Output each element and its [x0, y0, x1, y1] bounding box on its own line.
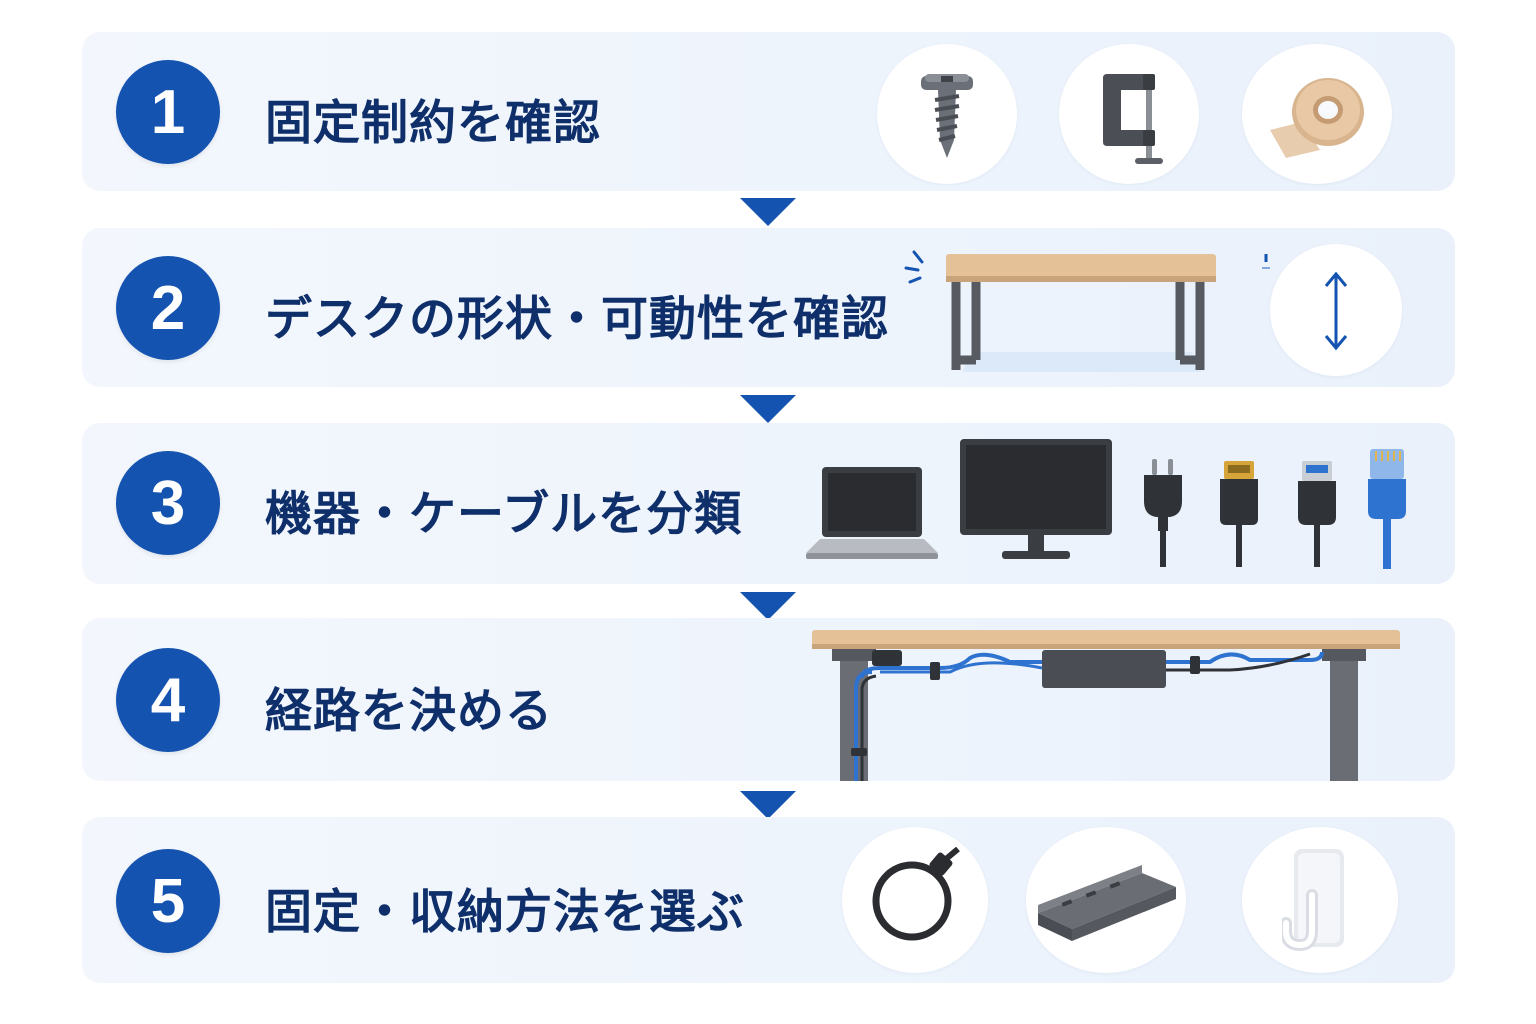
height-adjust-icon [1324, 271, 1348, 351]
power-plug-icon [1144, 459, 1182, 567]
down-arrow-icon [740, 395, 796, 423]
step-label: 機器・ケーブルを分類 [265, 487, 743, 542]
c-clamp-icon [1103, 74, 1163, 164]
step-3: 3 機器・ケーブルを分類 [82, 423, 1455, 584]
clamp-icon-circle [1059, 44, 1199, 184]
step-4: 4 経路を決める [82, 618, 1455, 781]
adhesive-hook-icon [1282, 849, 1344, 952]
step-label: デスクの形状・可動性を確認 [265, 292, 889, 347]
step-label: 固定・収納方法を選ぶ [265, 885, 745, 940]
step-1: 1 固定制約を確認 [82, 32, 1455, 191]
step-number-badge: 3 [116, 451, 220, 555]
step-number-badge: 5 [116, 849, 220, 953]
cable-tray-icon [1038, 865, 1176, 941]
desk-cable-routing-icon [812, 630, 1400, 781]
laptop-icon [806, 467, 938, 559]
tape-roll-icon [1270, 78, 1364, 158]
step-number-badge: 1 [116, 60, 220, 164]
screw-icon [921, 74, 973, 158]
usb-cable-icon [1298, 461, 1336, 567]
step-5: 5 固定・収納方法を選ぶ [82, 817, 1455, 983]
hdmi-cable-icon [1220, 461, 1258, 567]
step-label: 固定制約を確認 [265, 96, 601, 151]
down-arrow-icon [740, 791, 796, 819]
desk-icon [904, 250, 1216, 372]
cable-tie-circle [842, 827, 988, 973]
monitor-icon [960, 439, 1112, 559]
step-number-badge: 2 [116, 256, 220, 360]
lan-cable-icon [1368, 449, 1406, 569]
down-arrow-icon [740, 592, 796, 620]
sparkle-icon [1262, 254, 1270, 269]
step-2: 2 デスクの形状・可動性を確認 [82, 228, 1455, 387]
step-number-badge: 4 [116, 648, 220, 752]
step-label: 経路を決める [265, 684, 553, 739]
down-arrow-icon [740, 198, 796, 226]
cable-tie-icon [872, 847, 960, 941]
